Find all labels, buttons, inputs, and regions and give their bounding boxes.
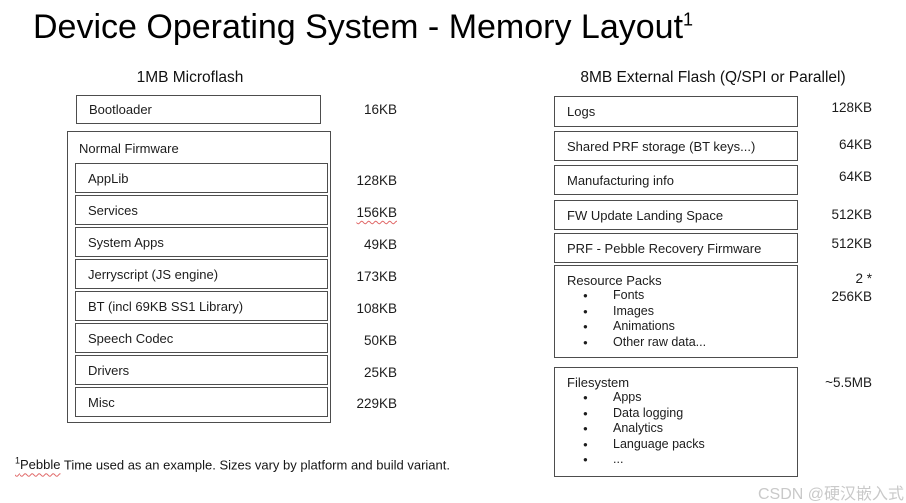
bullet-dot: ●	[583, 393, 588, 402]
box-system-apps-label: System Apps	[88, 234, 164, 250]
size-misc: 229KB	[356, 396, 397, 411]
filesystem-bullet-apps: Apps	[613, 390, 642, 404]
box-fw-update-label: FW Update Landing Space	[567, 207, 724, 223]
size-applib: 128KB	[356, 173, 397, 188]
size-drivers: 25KB	[363, 365, 397, 380]
list-item: ● Fonts	[567, 288, 797, 304]
list-item: ● Data logging	[567, 406, 797, 422]
box-resource-packs-label: Resource Packs	[567, 273, 662, 288]
size-resource-packs-line1: 2 *	[855, 271, 872, 286]
box-bootloader-label: Bootloader	[89, 102, 152, 117]
filesystem-bullet-more: ...	[613, 452, 624, 467]
size-resource-packs: 2 * 256KB	[772, 270, 872, 306]
frame-normal-firmware-label: Normal Firmware	[79, 141, 179, 156]
bullet-dot: ●	[583, 439, 588, 449]
footnote-flagged-word: 1Pebble	[15, 456, 61, 473]
box-applib-label: AppLib	[88, 170, 129, 186]
box-shared-prf-label: Shared PRF storage (BT keys...)	[567, 138, 756, 154]
box-logs: Logs	[554, 96, 798, 127]
box-jerryscript-label: Jerryscript (JS engine)	[88, 266, 219, 282]
size-manufacturing-info: 64KB	[838, 169, 872, 184]
list-item: ● Images	[567, 304, 797, 320]
bullet-dot: ●	[583, 291, 588, 300]
resource-bullet-other: Other raw data...	[613, 334, 707, 349]
size-prf-recovery: 512KB	[831, 236, 872, 251]
resource-bullet-fonts: Fonts	[613, 288, 645, 302]
box-misc-label: Misc	[88, 394, 115, 410]
size-logs: 128KB	[831, 100, 872, 115]
watermark: CSDN @硬汉嵌入式	[757, 486, 904, 503]
size-resource-packs-line2: 256KB	[831, 289, 872, 304]
bullet-dot: ●	[583, 408, 588, 418]
resource-bullet-images: Images	[613, 303, 654, 318]
box-services-label: Services	[88, 202, 138, 218]
box-shared-prf: Shared PRF storage (BT keys...)	[554, 131, 798, 161]
box-filesystem: Filesystem ● Apps ● Data logging ● Analytic…	[554, 367, 798, 477]
filesystem-bullet-data-logging: Data logging	[613, 405, 684, 420]
list-item: ●...	[567, 452, 797, 468]
box-filesystem-label: Filesystem	[567, 375, 630, 390]
size-bt: 108KB	[356, 301, 397, 316]
list-item: ● Analytics	[567, 421, 797, 437]
box-bootloader: Bootloader	[76, 95, 321, 124]
box-logs-label: Logs	[567, 104, 596, 119]
filesystem-bullet-language-packs: Language packs	[613, 436, 705, 451]
list-item: ● Apps	[567, 390, 797, 406]
left-column-header: 1MB Microflash	[136, 69, 244, 86]
right-column-header: 8MB External Flash (Q/SPI or Parallel)	[580, 69, 846, 86]
footnote-superscript: 1	[15, 456, 21, 466]
bullet-dot: ●	[583, 455, 588, 465]
size-bootloader: 16KB	[363, 102, 397, 117]
box-bt-label: BT (incl 69KB SS1 Library)	[88, 298, 244, 314]
box-manufacturing-info: Manufacturing info	[554, 165, 798, 195]
box-jerryscript: Jerryscript (JS engine)	[75, 259, 328, 289]
page-title-text: Device Operating System - Memory Layout	[33, 8, 684, 46]
box-applib: AppLib	[75, 163, 328, 193]
box-misc: Misc	[75, 387, 328, 417]
bullet-dot: ●	[583, 306, 588, 316]
size-services: 156KB	[297, 205, 397, 220]
size-speech-codec: 50KB	[363, 333, 397, 348]
size-system-apps: 49KB	[363, 237, 397, 252]
box-fw-update: FW Update Landing Space	[554, 200, 798, 230]
size-jerryscript: 173KB	[356, 269, 397, 284]
list-item: ● Other raw data...	[567, 335, 797, 351]
footnote-rest: Time used as an example. Sizes vary by p…	[60, 457, 450, 473]
footnote: 1Pebble Time used as an example. Sizes v…	[15, 456, 450, 472]
box-drivers: Drivers	[75, 355, 328, 385]
resource-bullet-animations: Animations	[613, 319, 675, 334]
size-shared-prf: 64KB	[838, 137, 872, 152]
page-title: Device Operating System - Memory Layout1	[33, 8, 693, 47]
size-services-value: 156KB	[356, 205, 397, 220]
bullet-dot: ●	[583, 424, 588, 434]
box-bt: BT (incl 69KB SS1 Library)	[75, 291, 328, 321]
box-resource-packs: Resource Packs ● Fonts ● Images ● Animation…	[554, 265, 798, 358]
box-prf-recovery-label: PRF - Pebble Recovery Firmware	[567, 240, 762, 256]
box-prf-recovery: PRF - Pebble Recovery Firmware	[554, 233, 798, 263]
box-manufacturing-info-label: Manufacturing info	[567, 172, 674, 188]
page-title-superscript: 1	[683, 9, 694, 30]
size-filesystem: ~5.5MB	[825, 375, 872, 390]
box-services: Services	[75, 195, 328, 225]
list-item: ● Language packs	[567, 437, 797, 453]
box-speech-codec: Speech Codec	[75, 323, 328, 353]
filesystem-bullet-analytics: Analytics	[613, 421, 664, 436]
size-fw-update: 512KB	[831, 207, 872, 222]
bullet-dot: ●	[583, 322, 588, 332]
list-item: ● Animations	[567, 319, 797, 335]
box-speech-codec-label: Speech Codec	[88, 330, 174, 346]
bullet-dot: ●	[583, 337, 588, 347]
box-drivers-label: Drivers	[88, 362, 130, 378]
box-system-apps: System Apps	[75, 227, 328, 257]
